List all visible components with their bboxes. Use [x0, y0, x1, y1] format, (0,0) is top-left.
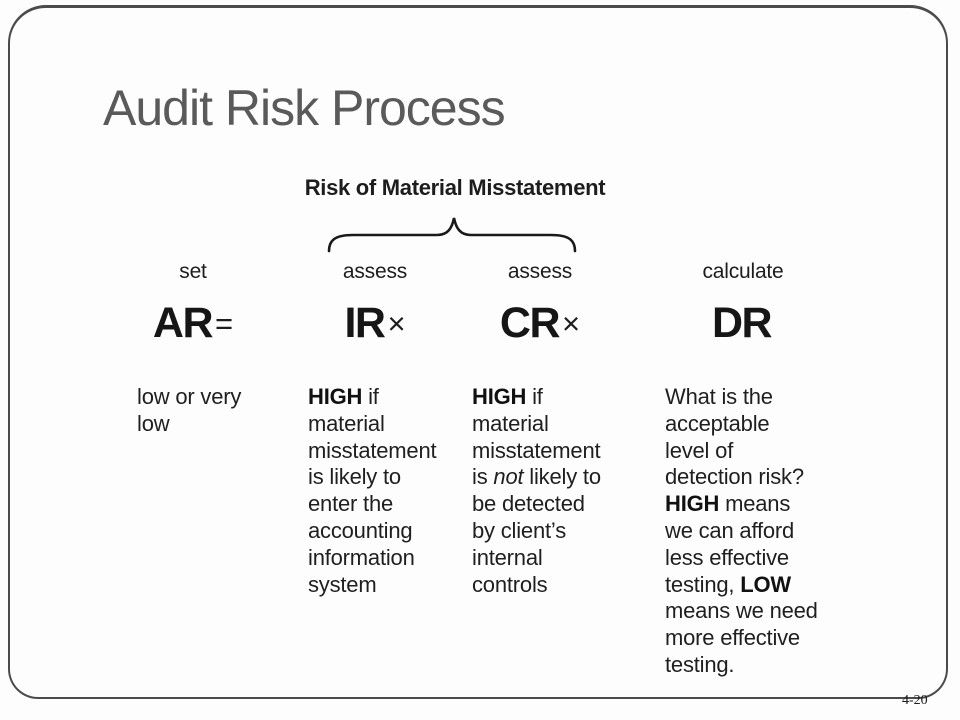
- brace-icon: [327, 217, 577, 253]
- description-line: is not likely to: [472, 464, 601, 490]
- action-label: assess: [342, 260, 408, 283]
- description-line: more effective: [665, 625, 800, 651]
- operator-sign: ×: [562, 306, 581, 341]
- page-number: 4-20: [902, 693, 928, 708]
- action-label: set: [179, 260, 207, 283]
- description-line: less effective: [665, 544, 789, 570]
- action-label: assess: [507, 260, 573, 283]
- description-line: material: [308, 410, 385, 436]
- description-line: we can afford: [665, 517, 795, 543]
- slide-border: [8, 5, 948, 699]
- description-line: HIGH means: [665, 491, 791, 517]
- description-line: material: [472, 410, 549, 436]
- description-line: low: [137, 410, 170, 436]
- risk-formula: DR: [658, 299, 828, 347]
- risk-symbol: IR: [344, 299, 386, 347]
- description-line: controls: [472, 571, 548, 597]
- risk-symbol: AR: [152, 299, 214, 347]
- description-line: misstatement: [308, 437, 437, 463]
- description-line: testing.: [665, 651, 735, 677]
- risk-formula: IR×: [300, 299, 450, 347]
- description-line: system: [308, 571, 377, 597]
- action-label: calculate: [702, 260, 784, 283]
- description-line: is likely to: [308, 464, 401, 490]
- description-line: information: [308, 544, 415, 570]
- risk-formula: AR=: [137, 299, 249, 347]
- description-line: detection risk?: [665, 464, 804, 490]
- risk-formula: CR×: [465, 299, 615, 347]
- description-line: HIGH if: [308, 384, 379, 409]
- risk-symbol: DR: [711, 299, 773, 347]
- page-title: Audit Risk Process: [103, 80, 506, 136]
- description-line: be detected: [472, 491, 585, 517]
- description-line: accounting: [308, 517, 413, 543]
- description-line: means we need: [665, 598, 818, 624]
- operator-sign: ×: [387, 306, 406, 341]
- description-line: level of: [665, 437, 734, 463]
- description-line: low or very: [137, 384, 242, 409]
- description-line: HIGH if: [472, 384, 543, 409]
- description-line: testing, LOW: [665, 571, 791, 597]
- group-label: Risk of Material Misstatement: [304, 175, 606, 200]
- risk-symbol: CR: [499, 299, 561, 347]
- description-line: misstatement: [472, 437, 601, 463]
- description-line: What is the: [665, 384, 773, 409]
- description-line: acceptable: [665, 410, 770, 436]
- operator-sign: =: [215, 306, 234, 341]
- description-line: by client’s: [472, 517, 566, 543]
- description-line: internal: [472, 544, 543, 570]
- description-line: enter the: [308, 491, 394, 517]
